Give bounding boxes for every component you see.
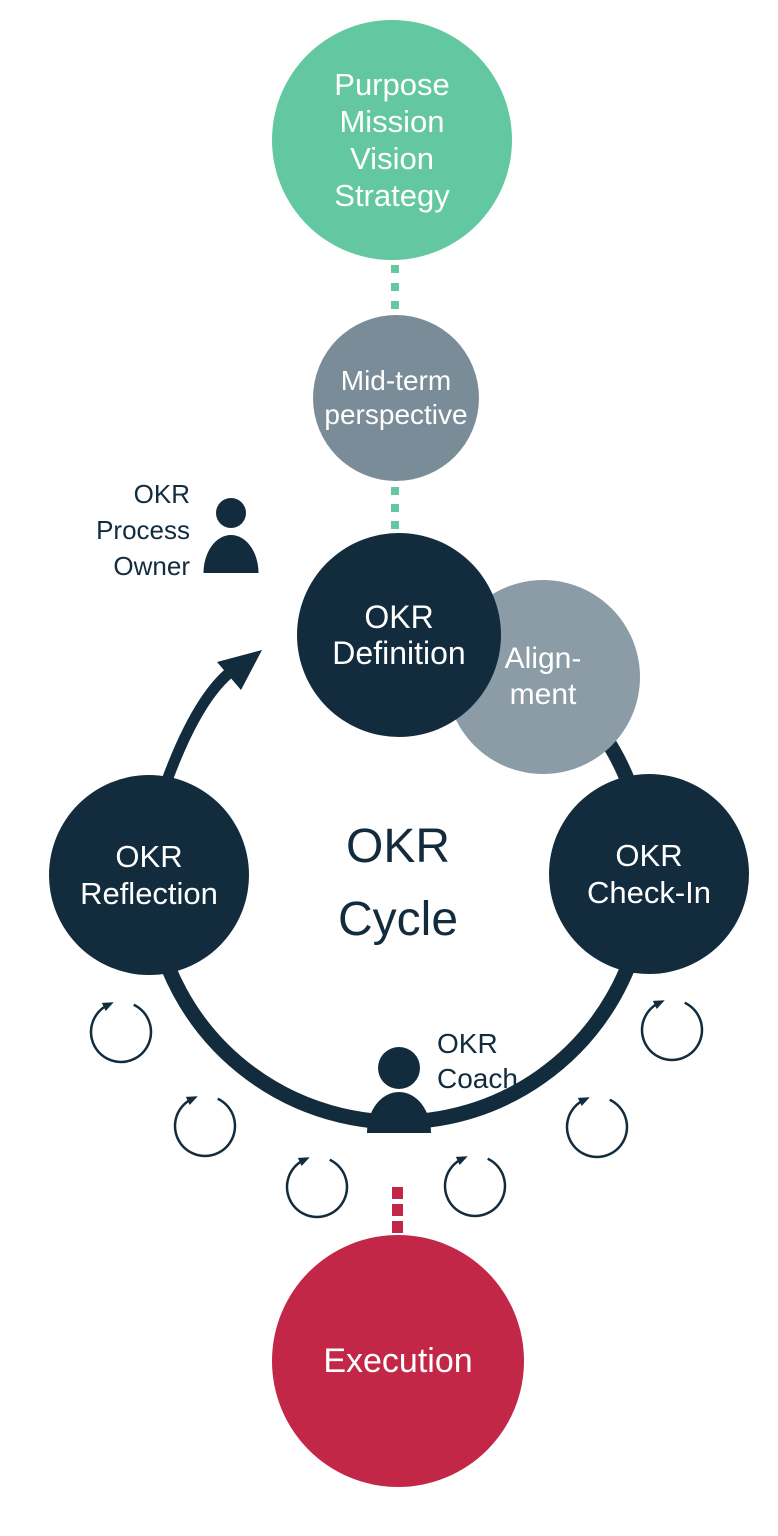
purpose-circle bbox=[272, 20, 512, 260]
process-owner-line: Process bbox=[96, 515, 190, 545]
curved-arrow-icon bbox=[154, 650, 262, 806]
circular-arrow-icon bbox=[443, 1156, 507, 1218]
okr-checkin-circle bbox=[549, 774, 749, 974]
okr-reflection-circle bbox=[49, 775, 249, 975]
circular-arrow-icon bbox=[173, 1096, 237, 1158]
process-owner-line: OKR bbox=[133, 479, 190, 509]
execution-circle bbox=[272, 1235, 524, 1487]
okr-definition-circle bbox=[297, 533, 501, 737]
process-owner-line: Owner bbox=[113, 551, 190, 581]
coach-line: Coach bbox=[437, 1063, 518, 1094]
circular-arrow-icon bbox=[89, 1002, 153, 1064]
green-dotted-connector-middle bbox=[391, 487, 399, 529]
person-icon bbox=[203, 498, 259, 573]
coach-label: OKR Coach bbox=[437, 1026, 577, 1096]
process-owner-label: OKR Process Owner bbox=[60, 476, 190, 584]
circular-arrow-icon bbox=[565, 1097, 629, 1159]
midterm-circle bbox=[313, 315, 479, 481]
coach-line: OKR bbox=[437, 1028, 498, 1059]
circular-arrow-icon bbox=[640, 1000, 704, 1062]
red-dotted-connector bbox=[392, 1187, 403, 1233]
circular-arrow-icon bbox=[285, 1157, 349, 1219]
green-dotted-connector-top bbox=[391, 265, 399, 309]
person-icon bbox=[367, 1047, 431, 1133]
